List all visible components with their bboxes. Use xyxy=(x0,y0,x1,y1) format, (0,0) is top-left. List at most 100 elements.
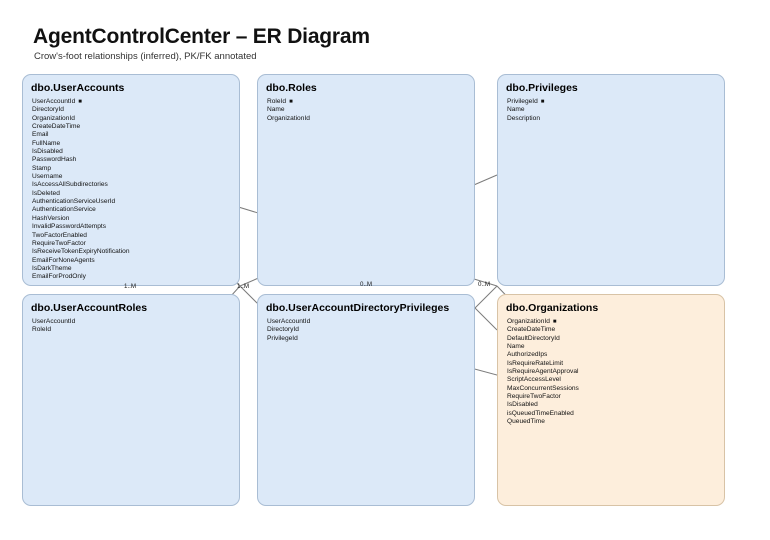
field-row: DefaultDirectoryId xyxy=(507,335,724,343)
field-name: TwoFactorEnabled xyxy=(32,231,87,239)
field-name: IsDarkTheme xyxy=(32,264,72,272)
field-row: HashVersion xyxy=(32,215,239,223)
field-row: IsDarkTheme xyxy=(32,265,239,273)
field-row: IsRequireRateLimit xyxy=(507,360,724,368)
field-name: IsDisabled xyxy=(507,401,538,409)
entity-title: dbo.Roles xyxy=(266,82,317,94)
field-row: AuthenticationService xyxy=(32,206,239,214)
field-name: QueuedTime xyxy=(507,418,545,426)
field-name: PasswordHash xyxy=(32,156,77,164)
field-row: Email xyxy=(32,131,239,139)
field-row: Name xyxy=(507,106,724,114)
field-row: PrivilegeId xyxy=(267,335,474,343)
field-name: FullName xyxy=(32,139,61,147)
field-row-primary-key: OrganizationId■ xyxy=(507,318,724,326)
field-row: OrganizationId xyxy=(32,115,239,123)
primary-key-square-icon: ■ xyxy=(552,319,557,325)
field-row: PasswordHash xyxy=(32,156,239,164)
field-name: OrganizationId xyxy=(267,114,310,122)
field-name: Name xyxy=(267,106,285,114)
page-title: AgentControlCenter – ER Diagram xyxy=(33,25,370,48)
field-name: IsDeleted xyxy=(32,189,60,197)
field-row: IsDisabled xyxy=(507,401,724,409)
field-row: EmailForProdOnly xyxy=(32,273,239,281)
field-name: DirectoryId xyxy=(267,326,299,334)
field-name: IsRequireRateLimit xyxy=(507,359,564,367)
page-subtitle: Crow's-foot relationships (inferred), PK… xyxy=(34,51,257,62)
field-name: IsReceiveTokenExpiryNotification xyxy=(32,248,130,256)
field-row-primary-key: UserAccountId■ xyxy=(32,98,239,106)
field-row: Stamp xyxy=(32,165,239,173)
field-row: DirectoryId xyxy=(267,326,474,334)
field-name: UserAccountId xyxy=(32,98,76,105)
field-name: Name xyxy=(507,106,525,114)
field-name: IsDisabled xyxy=(32,148,63,156)
field-name: DirectoryId xyxy=(32,106,64,114)
field-row: IsAccessAllSubdirectories xyxy=(32,181,239,189)
field-name: UserAccountId xyxy=(32,318,76,325)
field-name: Description xyxy=(507,114,540,122)
field-row: Description xyxy=(507,115,724,123)
field-row: TwoFactorEnabled xyxy=(32,232,239,240)
field-name: AuthorizedIps xyxy=(507,351,548,359)
field-row: IsDisabled xyxy=(32,148,239,156)
cardinality-label: 0..M xyxy=(478,281,491,288)
field-row: RequireTwoFactor xyxy=(32,240,239,248)
field-row: RequireTwoFactor xyxy=(507,393,724,401)
entity-title: dbo.UserAccounts xyxy=(31,82,125,94)
field-row: QueuedTime xyxy=(507,418,724,426)
field-row: ScriptAccessLevel xyxy=(507,376,724,384)
field-name: Stamp xyxy=(32,164,52,172)
field-name: Name xyxy=(507,343,525,351)
field-name: OrganizationId xyxy=(507,318,550,325)
field-row: CreateDateTime xyxy=(507,326,724,334)
field-row: MaxConcurrentSessions xyxy=(507,385,724,393)
field-name: isQueuedTimeEnabled xyxy=(507,409,574,417)
primary-key-square-icon: ■ xyxy=(540,99,545,105)
field-row: Name xyxy=(507,343,724,351)
entity-title: dbo.UserAccountRoles xyxy=(31,302,148,314)
field-name: AuthenticationService xyxy=(32,206,96,214)
field-name: RoleId xyxy=(267,98,287,105)
field-name: Email xyxy=(32,131,49,139)
field-row: RoleId xyxy=(32,326,239,334)
cardinality-label: 1..M xyxy=(124,283,137,290)
field-row: FullName xyxy=(32,140,239,148)
field-name: AuthenticationServiceUserId xyxy=(32,198,116,206)
field-name: CreateDateTime xyxy=(32,123,81,131)
field-name: ScriptAccessLevel xyxy=(507,376,561,384)
relationship-edge xyxy=(239,285,258,304)
field-row-primary-key: RoleId■ xyxy=(267,98,474,106)
field-name: HashVersion xyxy=(32,214,70,222)
cardinality-label: 0..M xyxy=(360,281,373,288)
field-row-primary-key: PrivilegeId■ xyxy=(507,98,724,106)
field-name: PrivilegeId xyxy=(267,334,298,342)
field-name: CreateDateTime xyxy=(507,326,556,334)
field-name: OrganizationId xyxy=(32,114,75,122)
cardinality-label: 1..M xyxy=(237,283,250,290)
field-name: EmailForNoneAgents xyxy=(32,256,95,264)
field-name: RoleId xyxy=(32,326,52,334)
field-name: EmailForProdOnly xyxy=(32,273,86,281)
primary-key-square-icon: ■ xyxy=(289,99,293,105)
field-name: IsAccessAllSubdirectories xyxy=(32,181,108,189)
relationship-edge xyxy=(474,307,498,331)
field-row: IsRequireAgentApproval xyxy=(507,368,724,376)
field-row: DirectoryId xyxy=(32,106,239,114)
field-row: AuthorizedIps xyxy=(507,351,724,359)
field-name: Username xyxy=(32,173,63,181)
field-name: RequireTwoFactor xyxy=(32,239,86,247)
field-row: InvalidPasswordAttempts xyxy=(32,223,239,231)
